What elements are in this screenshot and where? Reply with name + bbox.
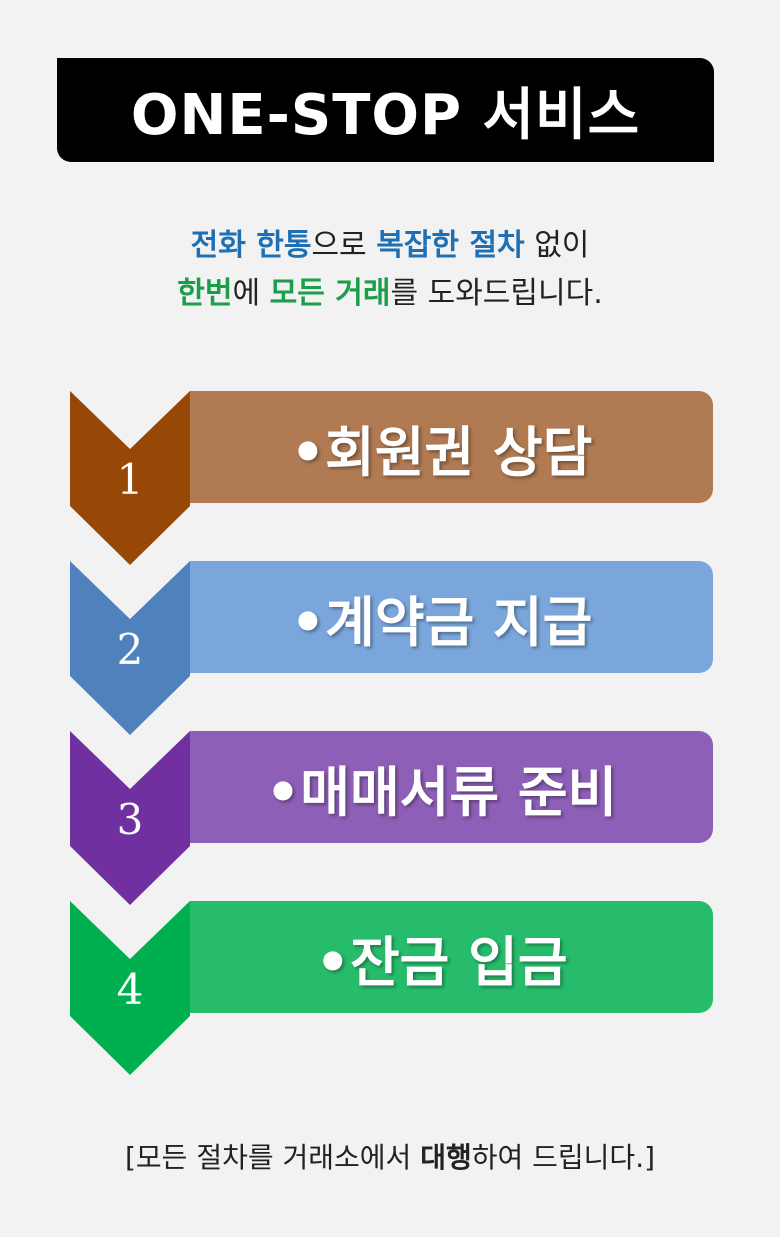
chevron-down-icon: [70, 731, 190, 905]
chevron-down-icon: [70, 391, 190, 565]
title-banner: ONE-STOP 서비스: [57, 58, 714, 162]
intro-text: 전화 한통으로 복잡한 절차 없이 한번에 모든 거래를 도와드립니다.: [0, 222, 780, 318]
step-chevron: [70, 731, 190, 905]
step-4: 4 •잔금 입금: [70, 901, 714, 1075]
step-number: 3: [116, 795, 144, 844]
footer-prefix: [모든 절차를 거래소에서: [124, 1141, 421, 1174]
step-bar: •회원권 상담: [190, 391, 713, 503]
step-chevron: [70, 561, 190, 735]
intro-segment: 없이: [524, 228, 590, 263]
step-1: 1 •회원권 상담: [70, 391, 714, 565]
chevron-down-icon: [70, 901, 190, 1075]
step-label: •계약금 지급: [290, 590, 593, 654]
intro-segment: 를 도와드립니다.: [390, 276, 603, 311]
step-label: •매매서류 준비: [265, 760, 618, 824]
step-number: 1: [116, 455, 144, 504]
page-title: ONE-STOP 서비스: [130, 82, 641, 148]
step-chevron: [70, 901, 190, 1075]
step-3: 3 •매매서류 준비: [70, 731, 714, 905]
chevron-down-icon: [70, 561, 190, 735]
intro-segment: 에: [232, 276, 270, 311]
intro-segment: 모든 거래: [269, 276, 391, 311]
footer-suffix: 하여 드립니다.]: [471, 1141, 656, 1174]
intro-line-1: 전화 한통으로 복잡한 절차 없이: [0, 222, 780, 270]
intro-segment: 으로: [311, 228, 377, 263]
intro-segment: 복잡한 절차: [376, 228, 525, 263]
step-bar: •계약금 지급: [190, 561, 713, 673]
intro-segment: 전화 한통: [190, 228, 312, 263]
step-label: •잔금 입금: [315, 930, 568, 994]
step-label: •회원권 상담: [290, 420, 593, 484]
footer-bold: 대행: [420, 1141, 472, 1174]
intro-line-2: 한번에 모든 거래를 도와드립니다.: [0, 270, 780, 318]
step-number: 2: [116, 625, 144, 674]
footer-note: [모든 절차를 거래소에서 대행하여 드립니다.]: [0, 1136, 780, 1176]
step-number: 4: [116, 965, 144, 1014]
step-bar: •매매서류 준비: [190, 731, 713, 843]
step-bar: •잔금 입금: [190, 901, 713, 1013]
step-2: 2 •계약금 지급: [70, 561, 714, 735]
intro-segment: 한번: [177, 276, 233, 311]
step-chevron: [70, 391, 190, 565]
